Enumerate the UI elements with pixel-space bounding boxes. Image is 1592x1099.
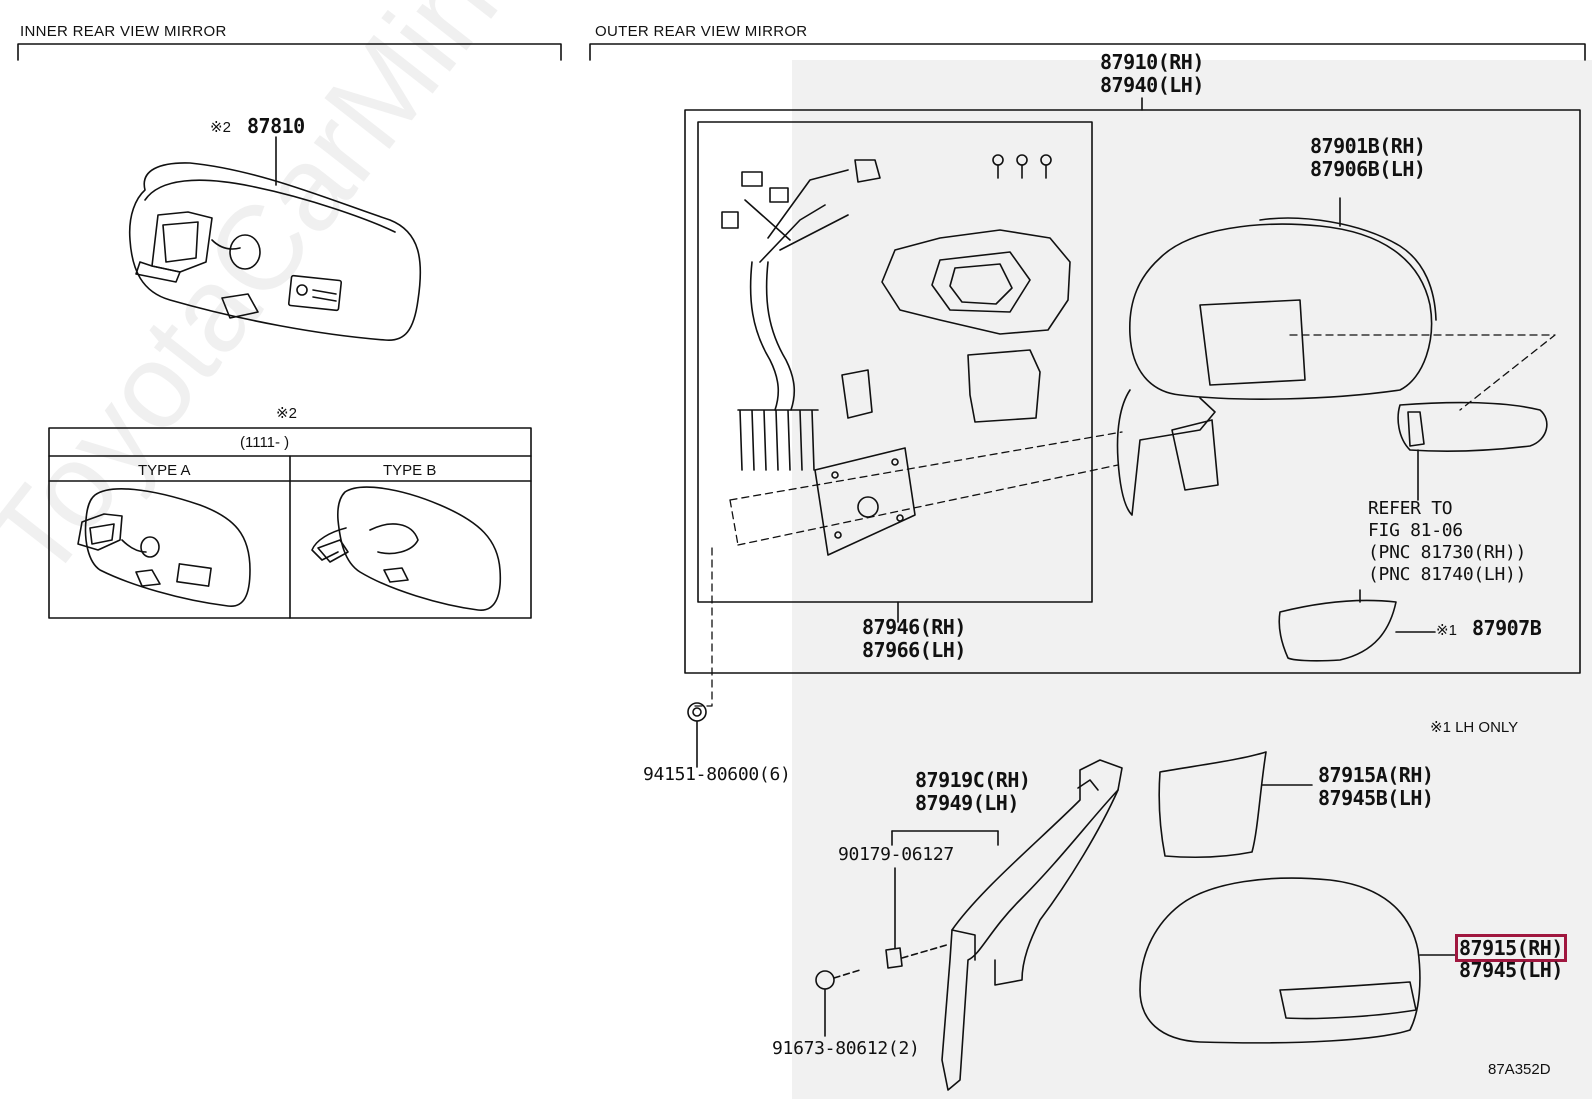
- turn-signal-drawing: [1397, 401, 1548, 501]
- type-b-label: TYPE B: [383, 462, 437, 479]
- clip-and-screw-drawing: [815, 943, 951, 1037]
- cover-part-number: 87907B: [1472, 616, 1542, 640]
- refer-line-2: FIG 81-06: [1368, 520, 1463, 541]
- shaded-region: [792, 60, 1592, 1099]
- actuator-drawing: [881, 229, 1071, 335]
- type-table-date-range: (1111- ): [240, 434, 290, 451]
- outer-section-title: OUTER REAR VIEW MIRROR: [595, 23, 808, 40]
- mirror-cap-drawing: [1139, 877, 1456, 1044]
- wiring-harness-drawing: [721, 159, 881, 471]
- outer-section-bracket: [589, 43, 1586, 61]
- type-a-mirror-drawing: [77, 488, 251, 607]
- mirror-glass-drawing: [1158, 751, 1313, 858]
- inner-mirror-part-number: 87810: [247, 114, 305, 138]
- inner-section-bracket: [17, 43, 562, 61]
- type-b-mirror-drawing: [311, 486, 502, 611]
- stay-bracket-drawing: [891, 759, 1123, 1091]
- figure-code: 87A352D: [1488, 1061, 1551, 1078]
- inner-mirror-mark: ※2: [210, 119, 231, 136]
- wiring-part-lh: 87966(LH): [862, 638, 966, 662]
- cover-mark: ※1: [1436, 622, 1457, 639]
- lower-cover-drawing: [1278, 589, 1436, 662]
- cap-part-rh-highlighted[interactable]: 87915(RH): [1455, 934, 1567, 962]
- stay-part-lh: 87949(LH): [915, 791, 1019, 815]
- body-part-rh: 87901B(RH): [1310, 134, 1426, 158]
- type-table: [48, 427, 532, 619]
- type-a-label: TYPE A: [138, 462, 191, 479]
- wiring-part-rh: 87946(RH): [862, 615, 966, 639]
- wiring-box: [697, 121, 1093, 603]
- mirror-body-drawing: [1116, 197, 1437, 516]
- nut-drawing: [687, 702, 707, 768]
- clip-part-number: 90179-06127: [838, 844, 954, 865]
- nut-part-number: 94151-80600(6): [643, 764, 791, 785]
- refer-line-3: (PNC 81730(RH)): [1368, 542, 1527, 563]
- cap-part-lh: 87945(LH): [1459, 958, 1563, 982]
- lh-only-note: ※1 LH ONLY: [1430, 719, 1519, 736]
- stay-part-rh: 87919C(RH): [915, 768, 1031, 792]
- screw-part-number: 91673-80612(2): [772, 1038, 920, 1059]
- type-table-mark: ※2: [276, 405, 297, 422]
- glass-part-lh: 87945B(LH): [1318, 786, 1434, 810]
- assembly-part-rh: 87910(RH): [1100, 50, 1204, 74]
- screws-drawing: [992, 154, 1052, 179]
- refer-line-4: (PNC 81740(LH)): [1368, 564, 1527, 585]
- assembly-box: [684, 109, 1581, 674]
- refer-line-1: REFER TO: [1368, 498, 1453, 519]
- assembly-part-lh: 87940(LH): [1100, 73, 1204, 97]
- body-part-lh: 87906B(LH): [1310, 157, 1426, 181]
- glass-part-rh: 87915A(RH): [1318, 763, 1434, 787]
- dashed-leaders: [689, 334, 1556, 707]
- inner-section-title: INNER REAR VIEW MIRROR: [20, 23, 227, 40]
- inner-mirror-drawing: [128, 136, 422, 341]
